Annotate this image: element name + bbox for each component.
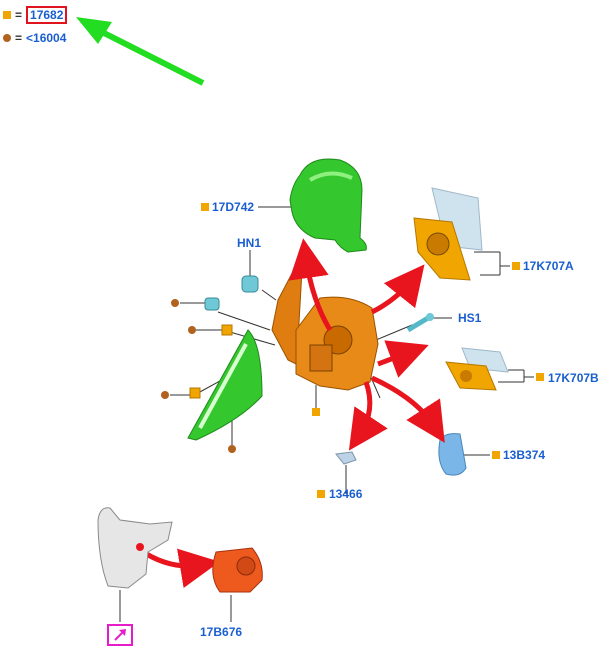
view-detail-button[interactable]: [107, 624, 133, 646]
screw-part[interactable]: [406, 313, 434, 333]
mounting-bracket-part[interactable]: [97, 507, 173, 589]
mirror-housing-part[interactable]: [271, 260, 379, 391]
callout-HN1[interactable]: HN1: [237, 236, 262, 250]
clip-part[interactable]: [335, 451, 357, 465]
motor-part[interactable]: [212, 547, 263, 593]
callout-HS1[interactable]: HS1: [458, 311, 482, 325]
callout-13B374[interactable]: 13B374: [503, 448, 546, 462]
callout-17K707A[interactable]: 17K707A: [523, 259, 574, 273]
turn-lamp-part[interactable]: [438, 433, 467, 476]
legend-square-row: = 17682: [3, 6, 68, 24]
callout-17D742[interactable]: 17D742: [212, 200, 255, 214]
legend-part-link-17682[interactable]: 17682: [26, 6, 68, 24]
diagonal-arrow-icon: [114, 629, 126, 641]
circle-marker-icon: [3, 34, 11, 42]
small-clips[interactable]: [189, 324, 233, 399]
mirror-glass-b[interactable]: [445, 347, 509, 391]
legend-part-16004: <16004: [26, 31, 67, 45]
base-cover-part[interactable]: [187, 329, 263, 441]
leader-lines: [119, 206, 534, 622]
square-marker-icon: [3, 11, 11, 19]
mirror-glass-a[interactable]: [413, 187, 483, 281]
callout-markers: [161, 203, 544, 498]
legend-circle-row: = <16004: [3, 31, 66, 45]
small-bushing-part[interactable]: [204, 297, 220, 311]
legend-equals: =: [15, 8, 23, 22]
callout-13466[interactable]: 13466: [329, 487, 363, 501]
mirror-cover-part[interactable]: [289, 158, 367, 253]
legend-equals-2: =: [15, 31, 23, 45]
callout-17B676[interactable]: 17B676: [200, 625, 243, 639]
callout-17K707B[interactable]: 17K707B: [548, 371, 599, 385]
green-pointer-arrow: [76, 17, 205, 86]
nut-part[interactable]: [241, 275, 259, 293]
